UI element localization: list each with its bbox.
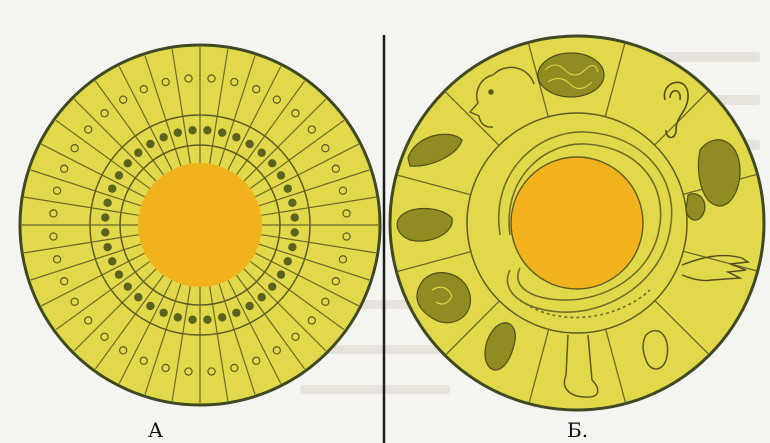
inner-dot: [108, 184, 116, 192]
panel-a-diagram: [20, 45, 380, 405]
panel-b-diagram: [390, 36, 764, 410]
inner-dot: [188, 316, 196, 324]
inner-dot: [108, 257, 116, 265]
panel-a-center: [138, 163, 262, 287]
inner-dot: [124, 282, 132, 290]
inner-dot: [291, 213, 299, 221]
inner-dot: [101, 228, 109, 236]
inner-dot: [268, 282, 276, 290]
panel-a-label: А: [148, 418, 163, 442]
inner-dot: [101, 213, 109, 221]
inner-dot: [134, 149, 142, 157]
inner-dot: [115, 270, 123, 278]
inner-dot: [291, 228, 299, 236]
inner-dot: [257, 149, 265, 157]
inner-dot: [174, 128, 182, 136]
inner-dot: [174, 313, 182, 321]
inner-dot: [288, 243, 296, 251]
inner-dot: [203, 126, 211, 134]
inner-dot: [284, 257, 292, 265]
inner-dot: [115, 171, 123, 179]
inner-dot: [277, 171, 285, 179]
inner-dot: [284, 184, 292, 192]
inner-dot: [159, 309, 167, 317]
inner-dot: [203, 316, 211, 324]
brain-icon: [538, 53, 604, 97]
panel-b-label: Б.: [567, 418, 588, 442]
inner-dot: [146, 140, 154, 148]
inner-dot: [103, 243, 111, 251]
inner-dot: [188, 126, 196, 134]
inner-dot: [218, 128, 226, 136]
inner-dot: [232, 309, 240, 317]
inner-dot: [257, 293, 265, 301]
inner-dot: [232, 133, 240, 141]
panel-b-center: [511, 157, 643, 289]
inner-dot: [134, 293, 142, 301]
inner-dot: [103, 199, 111, 207]
inner-dot: [146, 302, 154, 310]
inner-dot: [124, 159, 132, 167]
inner-dot: [218, 313, 226, 321]
inner-dot: [268, 159, 276, 167]
inner-dot: [245, 140, 253, 148]
inner-dot: [159, 133, 167, 141]
inner-dot: [288, 199, 296, 207]
inner-dot: [277, 270, 285, 278]
inner-dot: [245, 302, 253, 310]
